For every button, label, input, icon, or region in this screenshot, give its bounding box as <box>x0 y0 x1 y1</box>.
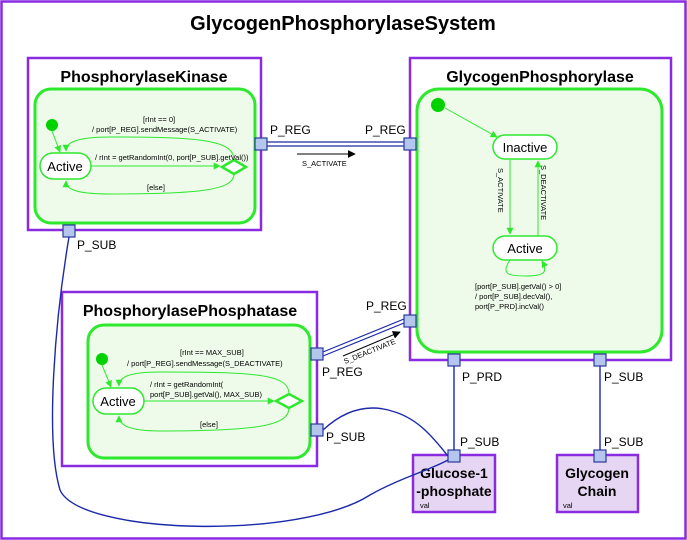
glycogen-object <box>555 453 640 514</box>
phosphatase-guard-label: [rInt == MAX_SUB] <box>180 348 244 357</box>
phosphatase-action-random-label-2: port[P_SUB].getVal(), MAX_SUB) <box>150 390 262 399</box>
phosphatase-transition-else <box>115 407 290 432</box>
kinase-state-machine <box>33 87 257 225</box>
phosphatase-transition-deactivate <box>115 371 290 395</box>
kinase-transition-activate <box>62 136 235 161</box>
glycogen-title-line-1: Glycogen <box>565 465 629 481</box>
kinase-guard-label: [rInt == 0] <box>143 115 175 124</box>
kinase-state-active-label: Active <box>47 159 82 174</box>
phosphorylase-deactivate-label: S_DEACTIVATE <box>539 165 548 220</box>
glycogen-title-line-2: Chain <box>578 483 617 499</box>
phosphatase-else-label: [else] <box>200 420 218 429</box>
message-deactivate-arrow <box>342 331 401 357</box>
phosphorylase-port-sub-label: P_SUB <box>604 370 643 384</box>
phosphorylase-port-sub <box>593 353 607 367</box>
phosphorylase-state-inactive <box>492 134 558 160</box>
phosphorylase-activate-label: S_ACTIVATE <box>496 168 505 213</box>
message-activate-label: S_ACTIVATE <box>302 159 347 168</box>
phosphatase-choice-point <box>273 392 305 410</box>
phosphorylase-port-reg-lower <box>403 314 417 328</box>
phosphorylase-initial-point <box>431 98 445 112</box>
connector-phosphatase-sub-glucose <box>322 407 449 457</box>
phosphatase-port-sub <box>310 423 324 437</box>
phosphatase-state-machine <box>86 323 312 460</box>
phosphorylase-state-machine <box>415 87 664 354</box>
kinase-else-label: [else] <box>147 183 165 192</box>
phosphatase-port-reg <box>310 347 324 361</box>
connector-phosphatase-reg-b <box>322 322 405 357</box>
phosphorylase-title: GlycogenPhosphorylase <box>446 69 634 86</box>
connector-phosphatase-reg-a <box>322 318 405 353</box>
glucose-title-line-2: -phosphate <box>416 483 492 499</box>
phosphorylase-port-prd <box>447 353 461 367</box>
kinase-initial-point <box>46 119 58 131</box>
kinase-port-sub-label: P_SUB <box>77 238 116 252</box>
kinase-port-reg-label: P_REG <box>270 123 311 137</box>
phosphorylase-guard-label-1: [port[P_SUB].getVal() > 0] <box>475 282 561 291</box>
phosphatase-state-active-label: Active <box>100 394 135 409</box>
glycogen-port-sub-label: P_SUB <box>604 435 643 449</box>
phosphatase-title: PhosphorylasePhosphatase <box>83 303 297 320</box>
phosphorylase-state-active-label: Active <box>507 241 542 256</box>
phosphatase-initial-point <box>96 353 108 365</box>
kinase-port-reg <box>254 137 268 151</box>
glucose-port-sub <box>447 449 461 463</box>
connector-kinase-sub-glucose <box>51 236 449 528</box>
phosphatase-action-deactivate-label: / port[P_REG].sendMessage(S_DEACTIVATE) <box>127 359 283 368</box>
kinase-title: PhosphorylaseKinase <box>60 69 227 86</box>
phosphorylase-self-transition <box>505 259 549 277</box>
glycogen-attribute: val <box>563 501 573 510</box>
phosphorylase-guard-label-2: / port[P_SUB].decVal(), <box>475 292 552 301</box>
phosphorylase-state-inactive-label: Inactive <box>503 140 548 155</box>
kinase-action-activate-label: / port[P_REG].sendMessage(S_ACTIVATE) <box>92 125 238 134</box>
phosphorylase-port-prd-label: P_PRD <box>462 370 502 384</box>
kinase-port-sub <box>62 224 76 238</box>
glucose-port-sub-label: P_SUB <box>460 435 499 449</box>
kinase-initial-transition <box>51 130 62 153</box>
glucose-object <box>411 453 497 514</box>
phosphorylase-port-reg-lower-label: P_REG <box>366 299 407 313</box>
kinase-choice-point <box>219 158 249 176</box>
phosphorylase-state-active <box>492 235 558 261</box>
phosphatase-port-sub-label: P_SUB <box>326 430 365 444</box>
phosphorylase-initial-transition <box>444 107 498 138</box>
kinase-action-random-label: / rInt = getRandomInt(0, port[P_SUB].get… <box>95 153 249 162</box>
phosphorylase-guard-label-3: port[P_PRD].incVal() <box>475 302 545 311</box>
kinase-transition-else <box>62 173 235 195</box>
phosphatase-action-random-label-1: / rInt = getRandomInt( <box>150 380 224 389</box>
glucose-attribute: val <box>420 501 430 510</box>
phosphatase-initial-transition <box>101 364 112 388</box>
system-title: GlycogenPhosphorylaseSystem <box>190 13 496 35</box>
phosphatase-port-reg-label: P_REG <box>322 365 363 379</box>
phosphorylase-port-reg-upper-label: P_REG <box>365 123 406 137</box>
phosphorylase-port-reg-upper <box>403 137 417 151</box>
glucose-title-line-1: Glucose-1 <box>420 465 488 481</box>
glycogen-port-sub <box>593 449 607 463</box>
